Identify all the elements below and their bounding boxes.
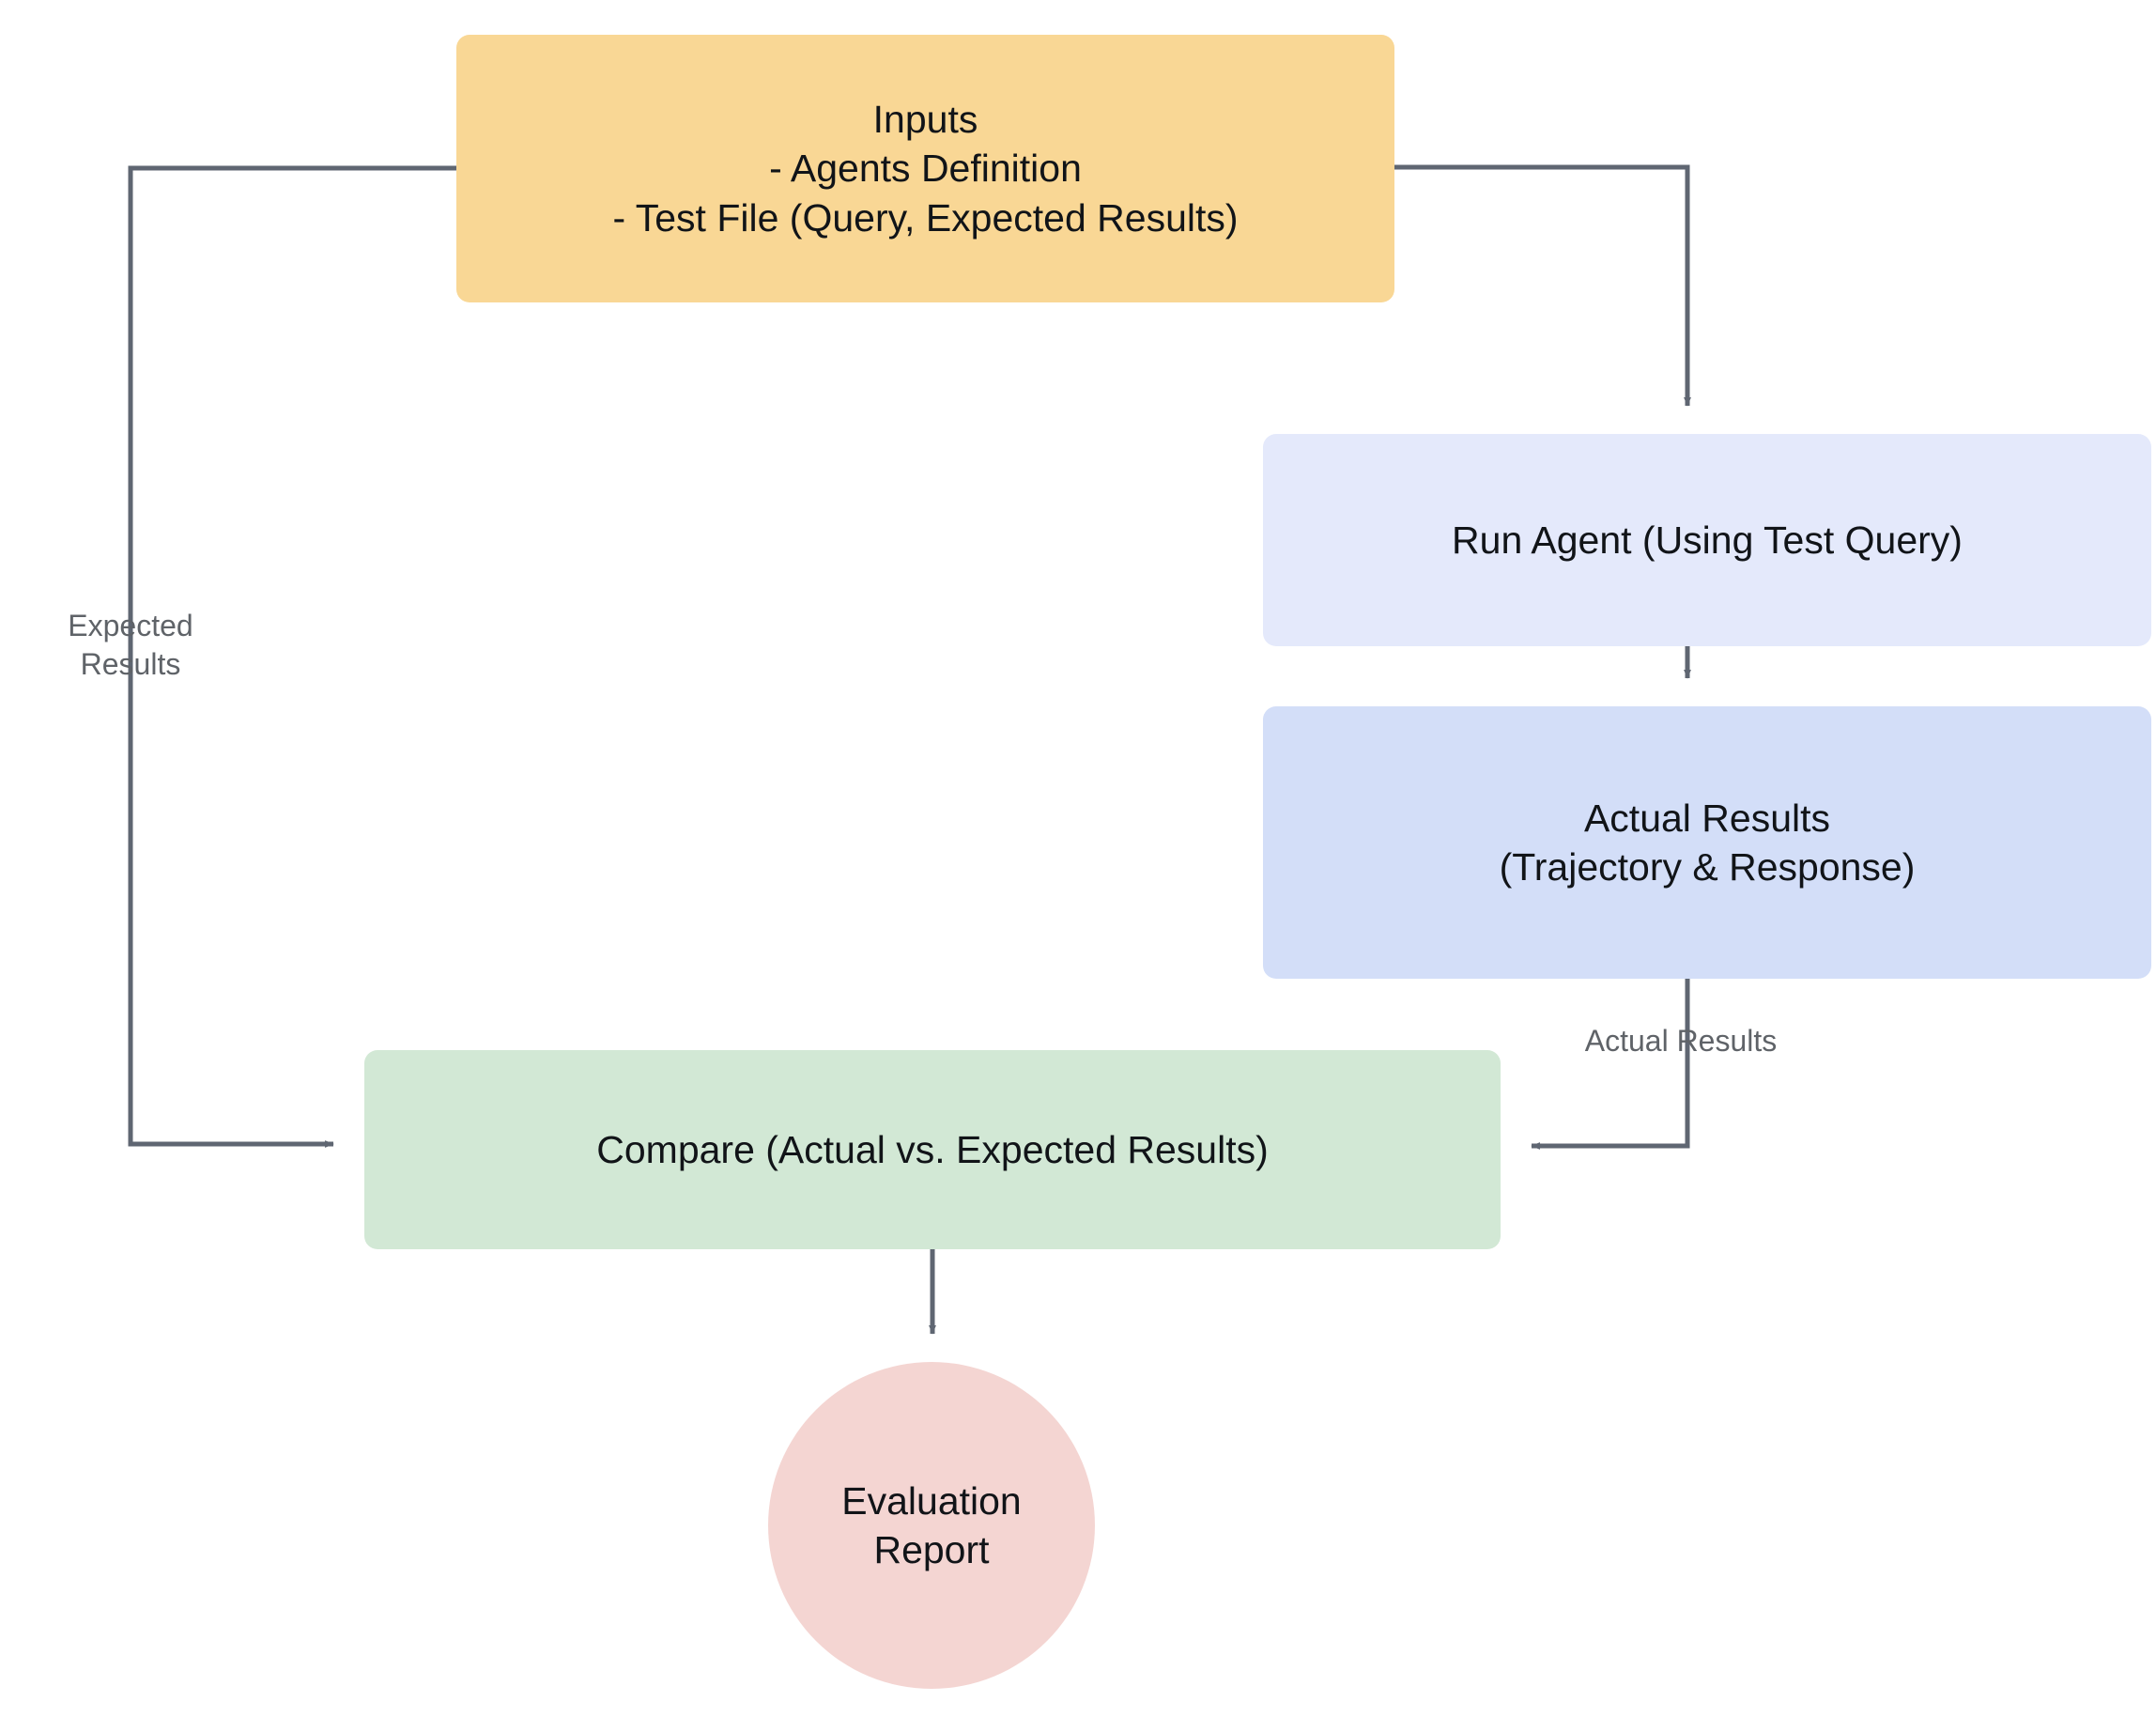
- node-compare[interactable]: Compare (Actual vs. Expected Results): [364, 1050, 1501, 1249]
- edge-label-expected-results: Expected Results: [68, 609, 193, 681]
- edge-actual-results-to-compare: [1531, 979, 1690, 1150]
- node-inputs-label: Inputs - Agents Definition - Test File (…: [612, 97, 1239, 240]
- node-inputs[interactable]: Inputs - Agents Definition - Test File (…: [456, 35, 1394, 302]
- edge-inputs-to-run-agent: [1394, 164, 1691, 407]
- node-evaluation-report[interactable]: Evaluation Report: [768, 1362, 1095, 1689]
- node-actual-results[interactable]: Actual Results (Trajectory & Response): [1263, 706, 2151, 979]
- node-compare-label: Compare (Actual vs. Expected Results): [596, 1127, 1269, 1171]
- node-run-agent[interactable]: Run Agent (Using Test Query): [1263, 434, 2151, 646]
- edge-label-actual-results: Actual Results: [1584, 1024, 1778, 1058]
- node-evaluation-report-label: Evaluation Report: [841, 1478, 1022, 1571]
- node-actual-results-label: Actual Results (Trajectory & Response): [1499, 796, 1916, 889]
- node-run-agent-label: Run Agent (Using Test Query): [1452, 518, 1963, 562]
